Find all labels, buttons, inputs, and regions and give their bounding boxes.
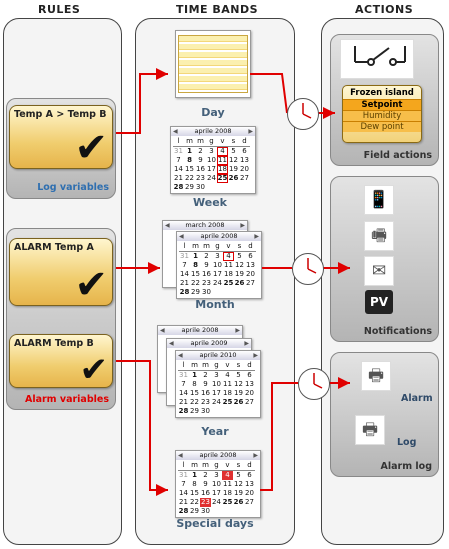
frozen-island-panel[interactable]: Frozen island Setpoint Humidity Dew poin… — [342, 85, 422, 143]
alarm-log-panel: 🖶 Alarm 🖶 Log Alarm log — [330, 352, 439, 477]
printer-icon: 🖶 — [361, 361, 391, 391]
pvp-icon: PV — [365, 290, 393, 314]
clock-icon — [292, 253, 324, 285]
field-actions-panel: Frozen island Setpoint Humidity Dew poin… — [330, 34, 439, 166]
alarm-variables-label: Alarm variables — [24, 394, 109, 405]
alarm-log-label: Alarm log — [380, 461, 433, 472]
rules-header: RULES — [38, 3, 81, 16]
rule-card-temp-compare[interactable]: Temp A > Temp B ✔ — [9, 105, 113, 169]
phone-icon: 📱 — [364, 185, 394, 215]
field-actions-label: Field actions — [363, 150, 432, 161]
rule-card-alarm-temp-a[interactable]: ALARM Temp A ✔ — [9, 238, 113, 306]
calendar-month: aprile 2010 — [199, 351, 237, 359]
fax-icon: 🖷 — [364, 221, 394, 251]
checkmark-icon: ✔ — [74, 125, 108, 171]
checkmark-icon: ✔ — [74, 262, 108, 308]
clock-icon — [298, 368, 330, 400]
checkmark-icon: ✔ — [79, 350, 109, 390]
actions-header: ACTIONS — [355, 3, 414, 16]
alarm-label: Alarm — [401, 393, 433, 404]
alarm-variables-panel: ALARM Temp A ✔ ALARM Temp B ✔ Alarm vari… — [6, 228, 116, 410]
log-label: Log — [397, 437, 417, 448]
month-label: Month — [195, 298, 235, 311]
frozen-island-title: Frozen island — [350, 88, 414, 98]
notifications-label: Notifications — [363, 326, 432, 337]
calendar-month: aprile 2008 — [199, 451, 237, 459]
log-variables-label: Log variables — [37, 182, 109, 193]
time-bands-header: TIME BANDS — [176, 3, 259, 16]
special-days-label: Special days — [176, 517, 254, 530]
calendar-month: aprile 2009 — [190, 339, 228, 347]
envelope-icon: ✉ — [364, 256, 394, 286]
rule-card-alarm-temp-b[interactable]: ALARM Temp B ✔ — [9, 334, 113, 388]
rule-card-label: ALARM Temp B — [14, 338, 94, 349]
week-label: Week — [193, 196, 227, 209]
printer-icon: 🖶 — [355, 415, 385, 445]
calendar-month: aprile 2008 — [200, 232, 238, 240]
arrow-alarm-b-to-special — [116, 360, 168, 496]
line-special-to-clock — [260, 382, 298, 491]
calendar-month: aprile 2008 — [194, 127, 232, 135]
day-label: Day — [201, 106, 225, 119]
rule-card-label: ALARM Temp A — [14, 242, 94, 253]
arrow-log-to-day — [116, 68, 168, 134]
rule-card-label: Temp A > Temp B — [14, 109, 107, 120]
setpoint-item[interactable]: Setpoint — [343, 99, 421, 110]
dew-point-item[interactable]: Dew point — [343, 121, 421, 132]
humidity-item[interactable]: Humidity — [343, 110, 421, 121]
switch-icon — [340, 39, 414, 79]
day-schedule-sheet — [175, 30, 251, 98]
notifications-panel: 📱 🖷 ✉ PV Notifications — [330, 176, 439, 342]
line-day-to-clock — [250, 73, 288, 114]
calendar-month: aprile 2008 — [181, 326, 219, 334]
log-variables-panel: Temp A > Temp B ✔ Log variables — [6, 98, 116, 199]
year-label: Year — [201, 425, 229, 438]
calendar-month: march 2008 — [185, 221, 225, 229]
clock-icon — [287, 98, 319, 130]
